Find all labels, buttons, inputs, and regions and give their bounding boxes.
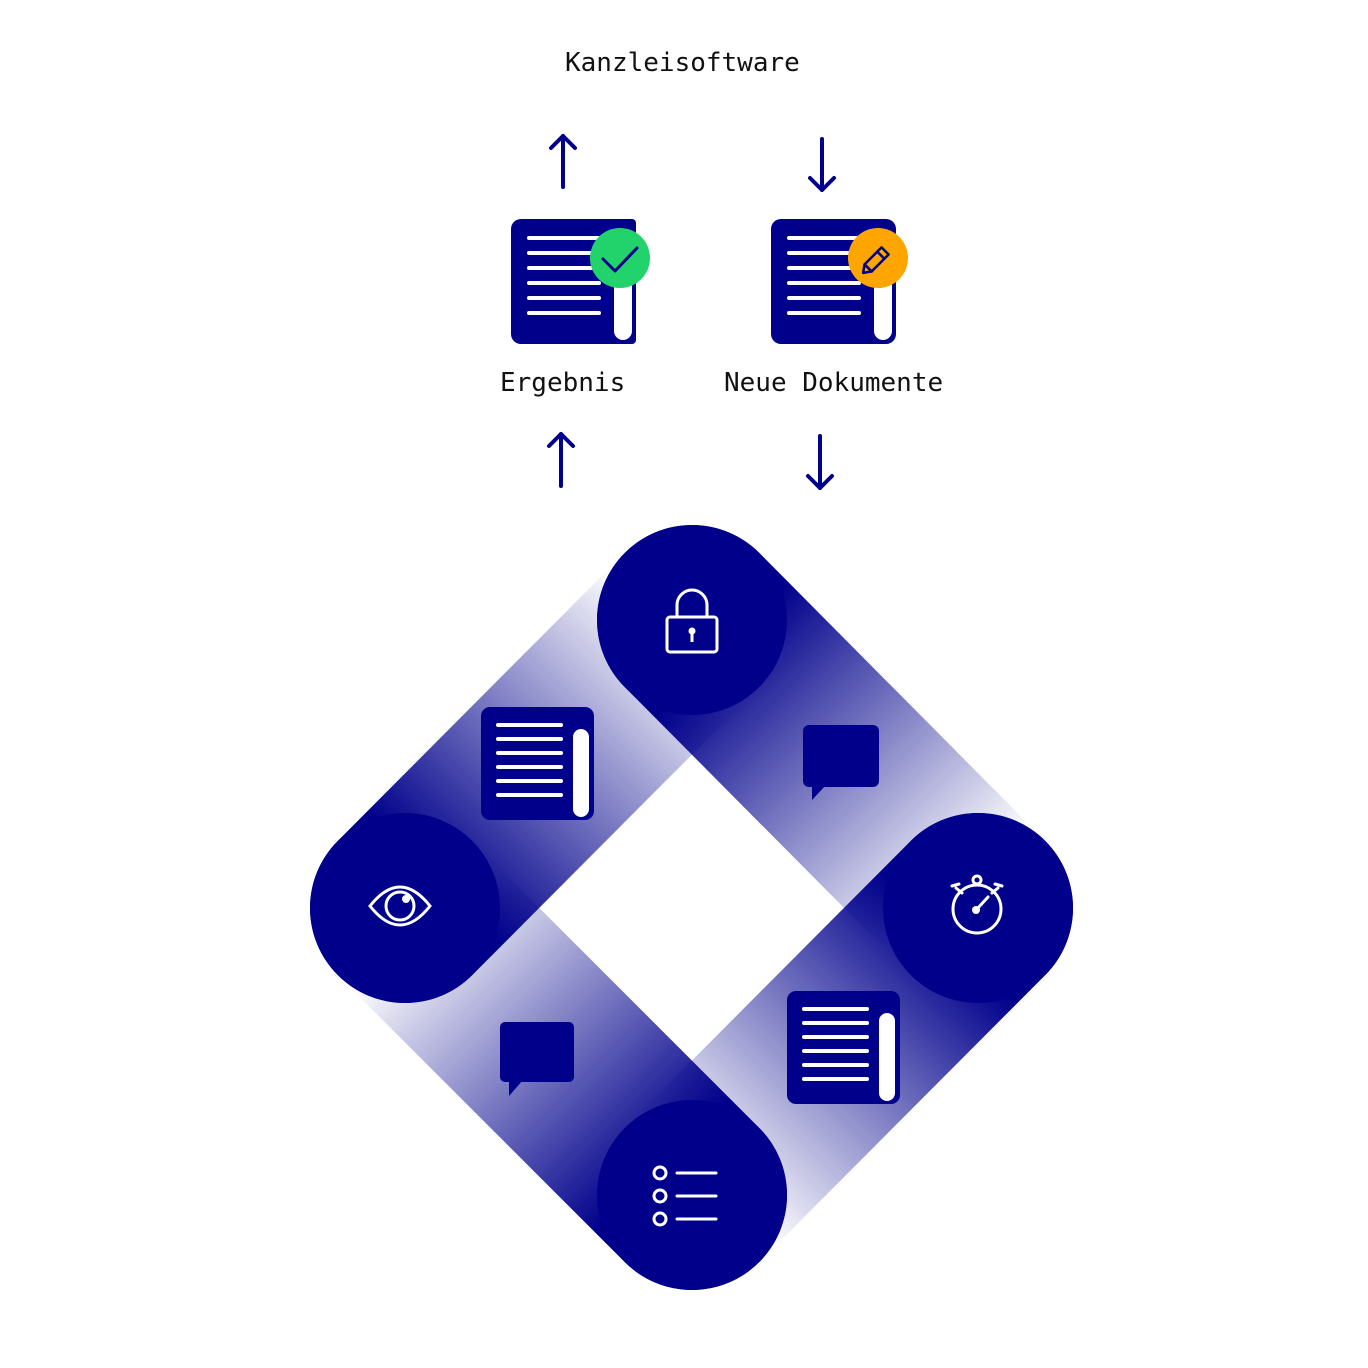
document-icon [787, 991, 900, 1104]
arrow-down-from-software [808, 137, 836, 192]
new-documents-label: Neue Dokumente [724, 368, 944, 398]
stopwatch-icon [950, 874, 1004, 935]
eye-icon [368, 885, 432, 927]
arrow-up-to-software [549, 134, 577, 189]
lock-icon [665, 588, 719, 654]
chat-bubble-icon [803, 725, 879, 800]
arrow-down-to-loop [806, 434, 834, 490]
arrow-up-to-result [547, 432, 575, 488]
pencil-badge-icon [848, 228, 908, 288]
document-icon [481, 707, 594, 820]
result-label: Ergebnis [500, 368, 626, 398]
chat-bubble-icon [500, 1022, 574, 1096]
checkmark-badge-icon [590, 228, 650, 288]
list-icon [652, 1165, 718, 1227]
page-title: Kanzleisoftware [565, 48, 800, 78]
